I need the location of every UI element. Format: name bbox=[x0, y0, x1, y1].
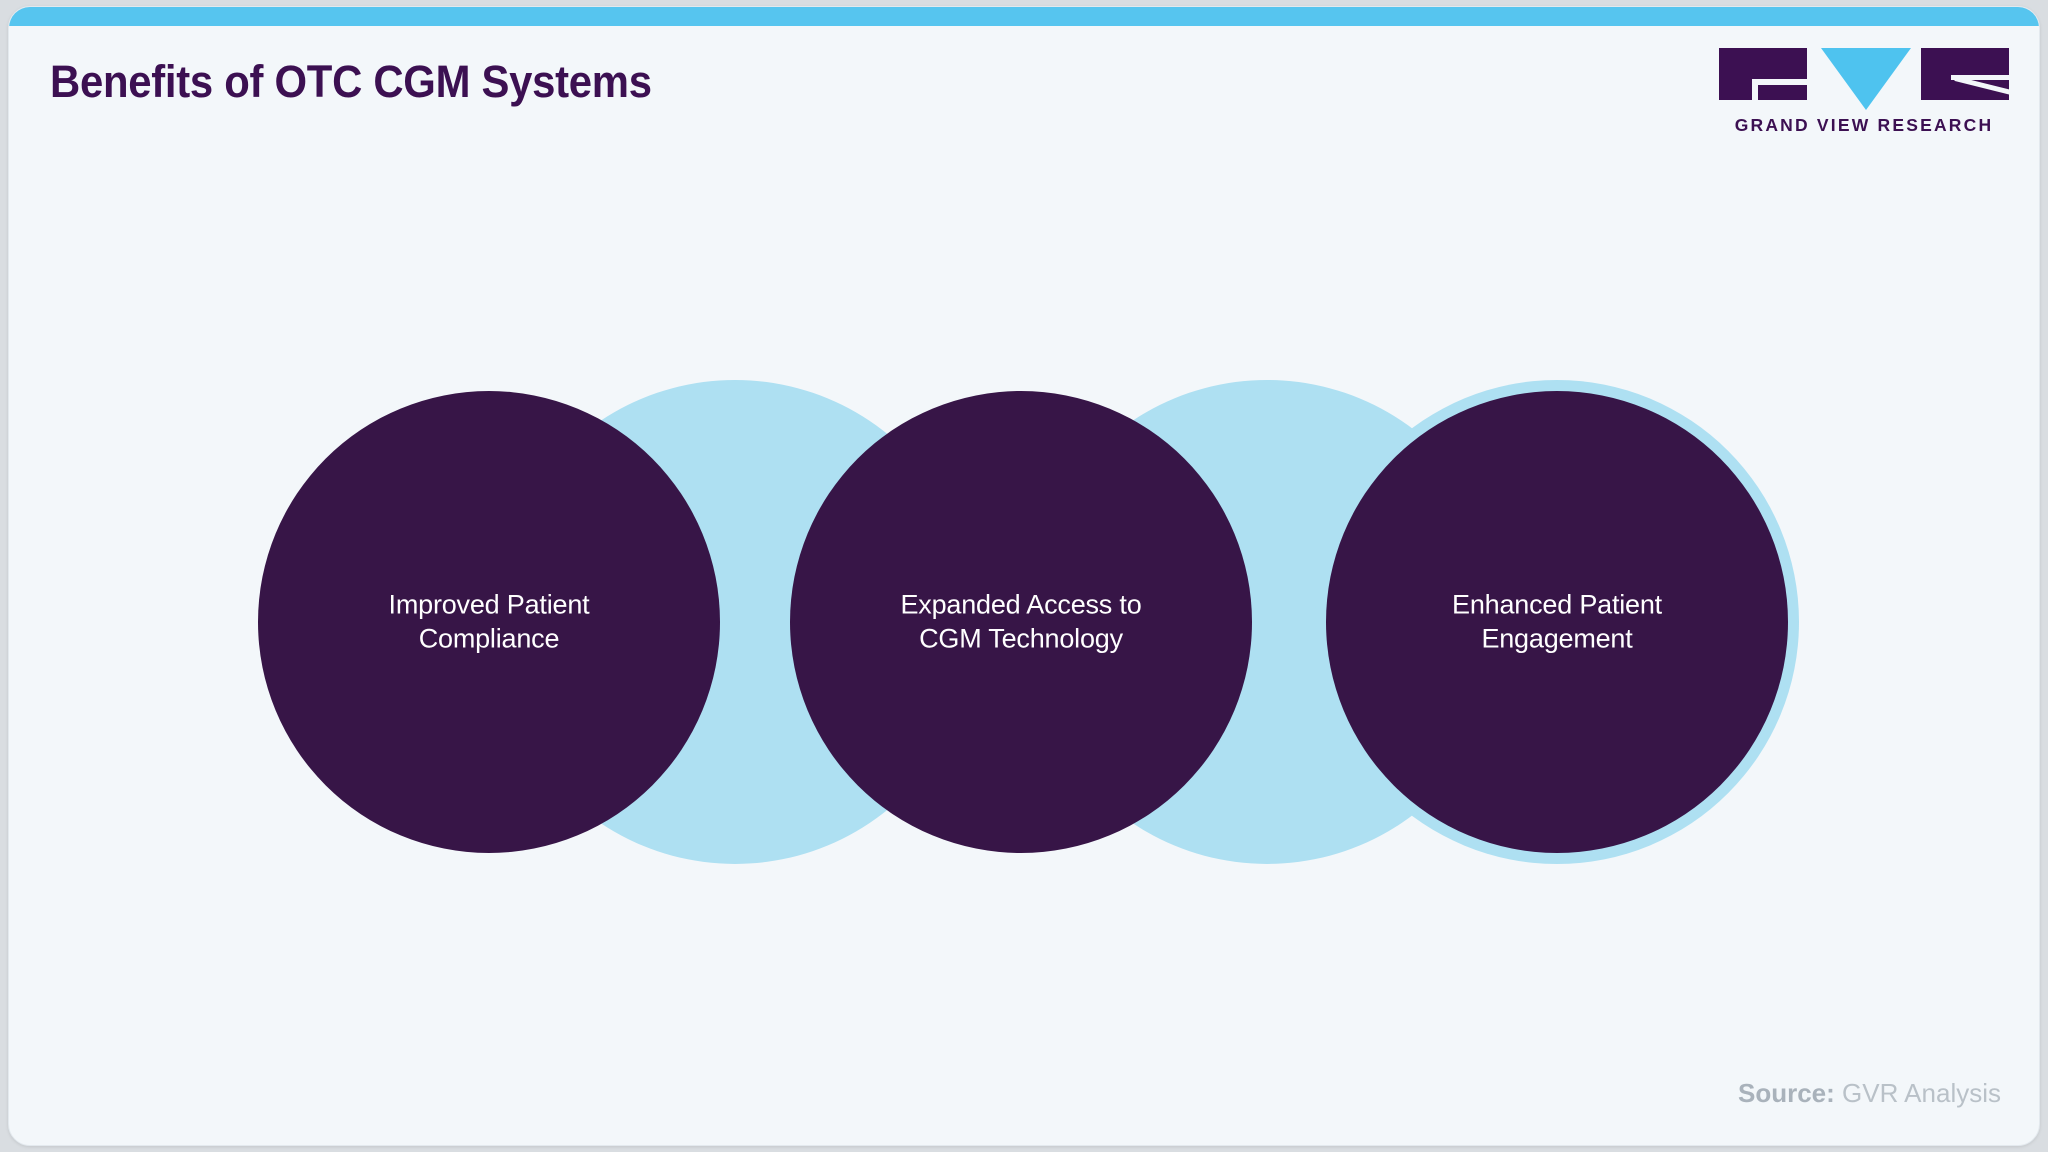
grand-view-research-logo: GRAND VIEW RESEARCH bbox=[1719, 43, 2009, 143]
flow-graphics bbox=[258, 379, 1799, 864]
source-label: Source: bbox=[1738, 1078, 1835, 1108]
process-flow-diagram: Improved Patient Compliance Expanded Acc… bbox=[9, 362, 2039, 882]
infographic-card: Benefits of OTC CGM Systems GRAND VIEW R… bbox=[8, 6, 2040, 1146]
flow-node-1-circle bbox=[258, 391, 720, 853]
flow-node-2-label: Expanded Access to CGM Technology bbox=[900, 589, 1142, 653]
flow-node-3-circle bbox=[1326, 391, 1788, 853]
logo-r-wedge bbox=[1951, 75, 2009, 80]
logo-v-triangle-icon bbox=[1821, 48, 1911, 110]
logo-marks bbox=[1719, 43, 2009, 110]
logo-g-tick bbox=[1752, 79, 1758, 100]
flow-node-2-circle bbox=[790, 391, 1252, 853]
logo-g-block-icon bbox=[1719, 48, 1814, 100]
top-accent-bar bbox=[9, 7, 2039, 26]
flow-node-1-label: Improved Patient Compliance bbox=[388, 589, 590, 653]
flow-node-3-label: Enhanced Patient Engagement bbox=[1452, 589, 1662, 653]
logo-r-block-icon bbox=[1921, 48, 2009, 100]
page-title: Benefits of OTC CGM Systems bbox=[50, 56, 652, 107]
flow-node-3-graphic[interactable] bbox=[1315, 380, 1799, 864]
logo-wordmark: GRAND VIEW RESEARCH bbox=[1734, 115, 1994, 135]
source-value: GVR Analysis bbox=[1842, 1078, 2001, 1108]
source-note: Source: GVR Analysis bbox=[1738, 1078, 2001, 1109]
logo-g-bar bbox=[1752, 79, 1814, 85]
